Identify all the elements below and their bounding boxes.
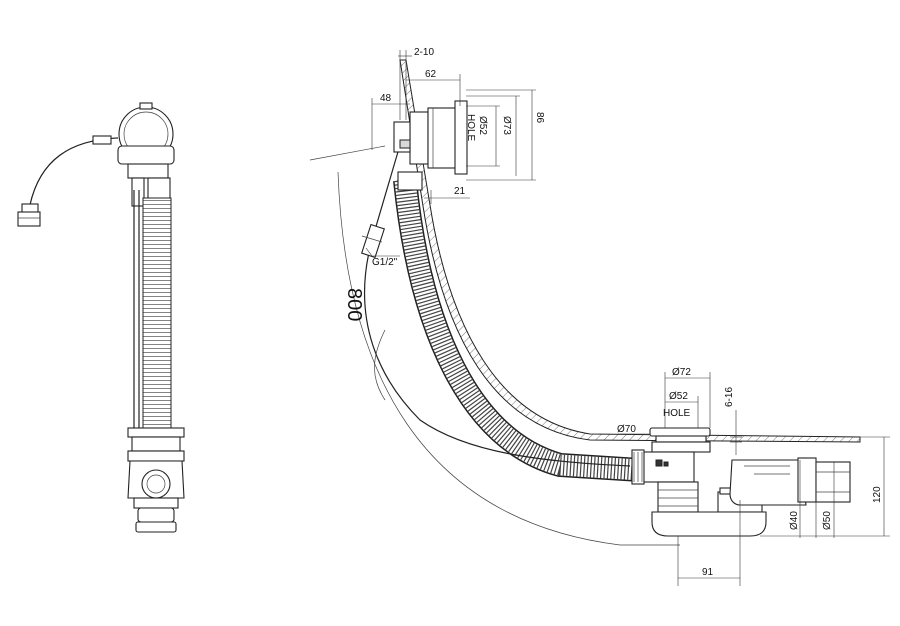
dim-panel-thickness: 2-10 (414, 47, 434, 58)
front-view (17, 102, 185, 533)
side-view: 2-10 62 48 Ø52 HOLE Ø73 86 21 G1/2" 800 … (309, 47, 890, 586)
side-overflow-flange (409, 111, 429, 165)
side-outlet-elbow (729, 459, 807, 506)
bath-outer-profile (309, 145, 386, 161)
dim-overflow-diameter: Ø73 (501, 116, 512, 135)
dim-bath-length: 800 (343, 288, 365, 321)
dim-overflow-offset: 48 (380, 93, 392, 104)
side-outlet-connector (797, 457, 817, 503)
front-corrugated-pipe (142, 197, 172, 429)
dim-overflow-height: 86 (534, 112, 545, 124)
dim-outlet-offset: 91 (702, 567, 714, 578)
side-thin-hose (364, 144, 631, 467)
side-waste-plug (649, 427, 711, 437)
dim-waste-top: Ø72 (672, 367, 691, 378)
side-overflow-cap (454, 100, 468, 175)
bath-curve (337, 171, 680, 546)
dim-waste-hole: Ø52 (669, 391, 688, 402)
side-valve-fitting (361, 223, 385, 259)
side-trap-body (657, 481, 699, 513)
bath-wall (399, 59, 861, 443)
dim-overflow-depth: 62 (425, 69, 437, 80)
dim-outlet-large: Ø50 (822, 511, 833, 530)
dim-floor-thickness: 6-16 (724, 387, 735, 407)
dim-waste-hole-word: HOLE (663, 408, 691, 419)
dim-outlet-small: Ø40 (789, 511, 800, 530)
dim-overflow-hole-word: HOLE (465, 114, 476, 142)
dim-gap: 21 (454, 186, 466, 197)
dim-thread: G1/2" (372, 257, 398, 268)
dim-waste-outer: Ø70 (617, 424, 636, 435)
dim-total-height: 120 (872, 486, 883, 503)
dim-overflow-hole: Ø52 (477, 116, 488, 135)
front-waste-flange (127, 427, 185, 438)
